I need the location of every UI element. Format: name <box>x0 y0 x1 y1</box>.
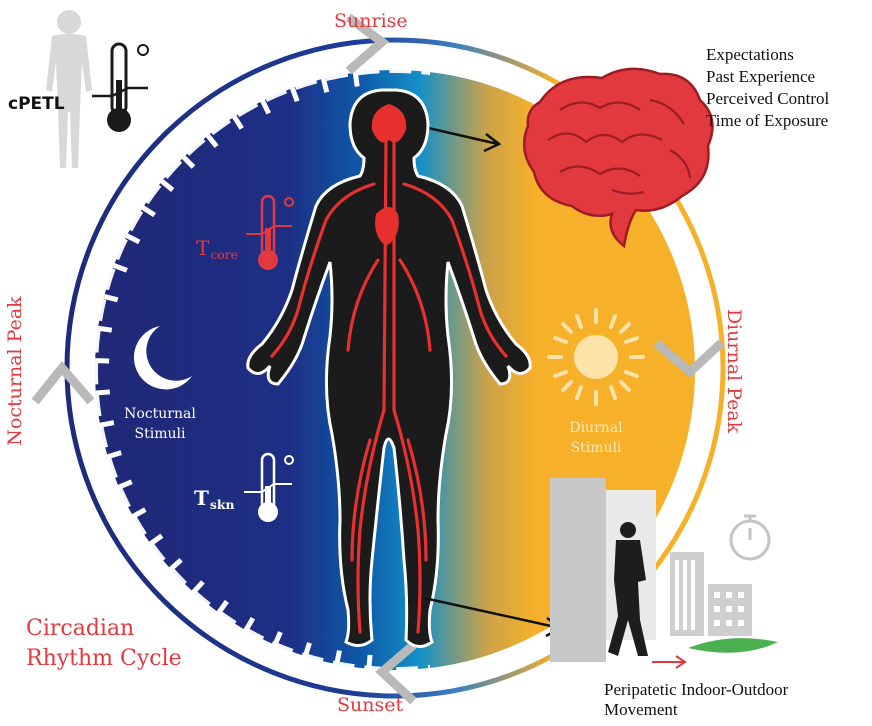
thermometer-icon <box>92 44 148 132</box>
factor-item: Expectations <box>706 44 829 66</box>
nocturnal-chevron-icon <box>38 368 88 398</box>
nocturnal-stimuli-label: Nocturnal Stimuli <box>110 404 210 444</box>
cpetl-label: cPETL <box>8 94 65 114</box>
factor-item: Time of Exposure <box>706 110 829 132</box>
tick-mark <box>96 392 110 393</box>
human-silhouette-icon <box>46 10 92 168</box>
movement-label: Peripatetic Indoor-Outdoor Movement <box>604 680 788 720</box>
circadian-title: Circadian Rhythm Cycle <box>26 614 182 674</box>
t-core-label: Tcore <box>196 236 238 262</box>
tick-mark <box>104 296 118 299</box>
tick-mark <box>355 73 357 87</box>
stopwatch-icon <box>731 516 769 559</box>
diurnal-peak-label: Diurnal Peak <box>723 301 745 441</box>
tick-mark <box>98 328 112 330</box>
factor-item: Past Experience <box>706 66 829 88</box>
nocturnal-peak-label: Nocturnal Peak <box>4 296 26 446</box>
grass-icon <box>688 638 778 653</box>
t-skn-label: Tskn <box>194 486 234 512</box>
building-icon <box>670 552 752 636</box>
factor-item: Perceived Control <box>706 88 829 110</box>
tick-mark <box>323 79 326 93</box>
sunrise-label: Sunrise <box>334 10 408 32</box>
door-icon <box>550 478 606 662</box>
red-arrow-icon <box>652 656 685 668</box>
diurnal-stimuli-label: Diurnal Stimuli <box>550 418 642 458</box>
psych-factors-list: Expectations Past Experience Perceived C… <box>706 44 829 132</box>
sunset-label: Sunset <box>337 694 403 716</box>
